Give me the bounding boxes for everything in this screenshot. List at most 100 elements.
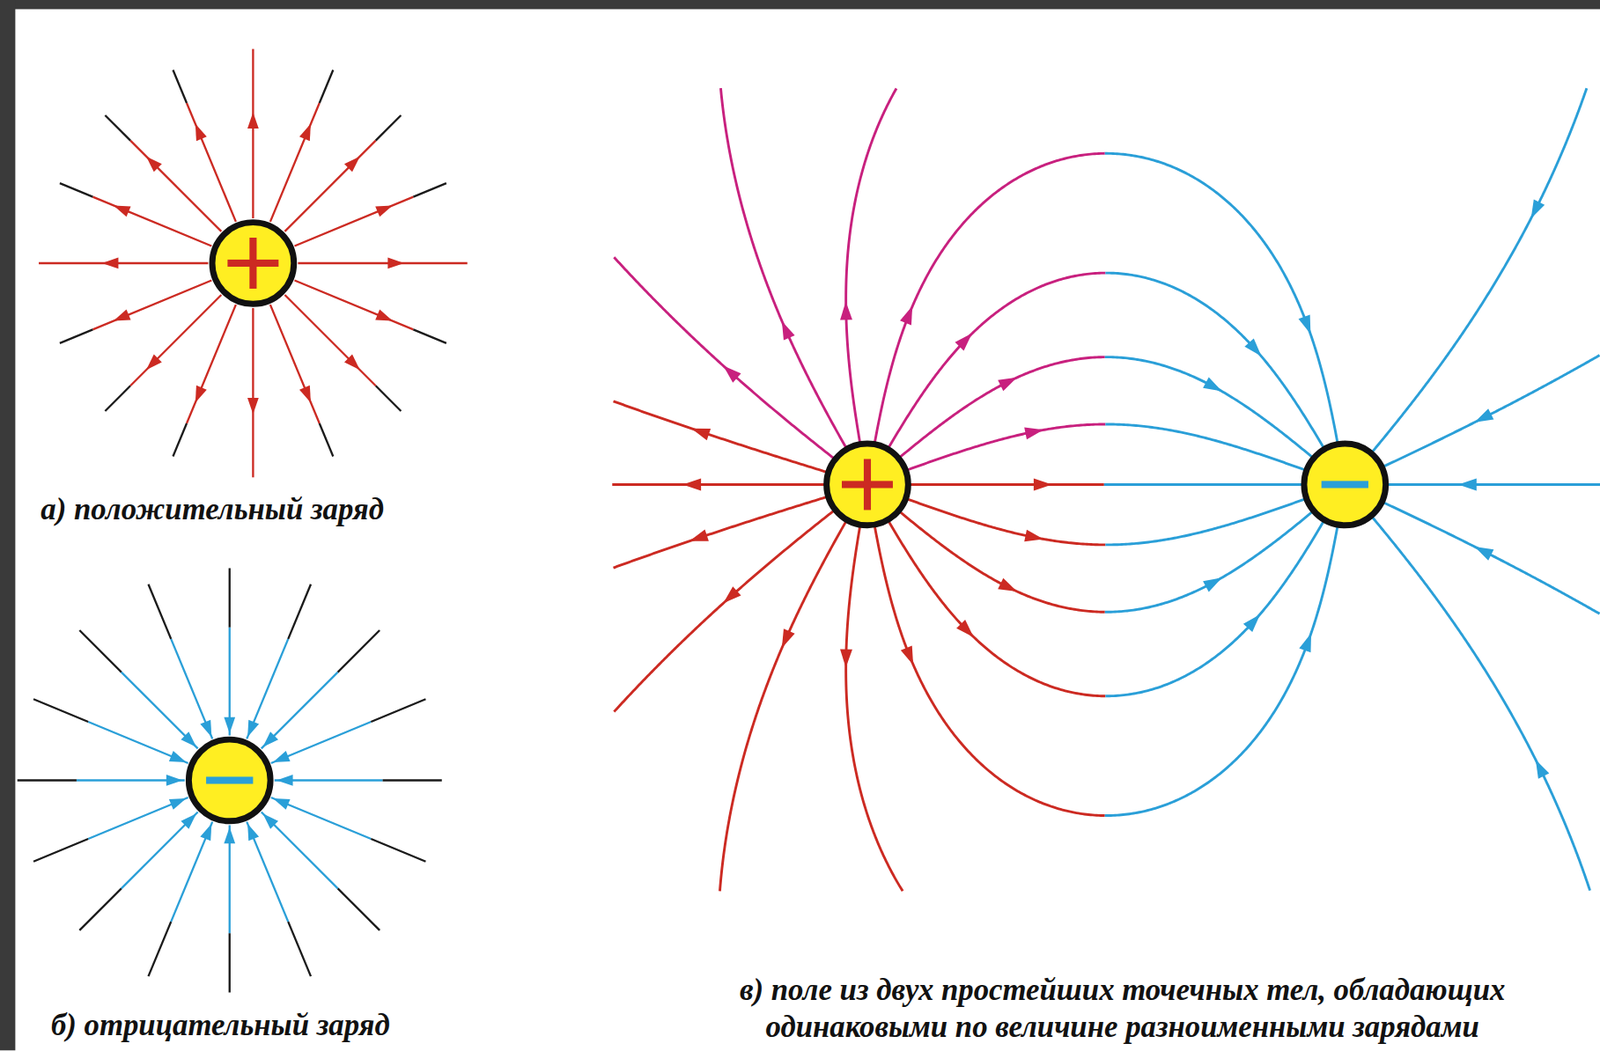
caption-negative: б) отрицательный заряд (51, 1006, 521, 1045)
arrowhead (223, 827, 236, 845)
field-line (613, 497, 827, 568)
field-line (59, 329, 93, 344)
arrowhead (899, 306, 913, 326)
arrowhead (682, 478, 701, 491)
field-line (271, 722, 371, 764)
arrowhead (1458, 478, 1477, 491)
field-line (1105, 357, 1314, 459)
arrowhead (169, 798, 187, 811)
field-line (910, 483, 1105, 487)
field-line (383, 779, 443, 782)
left-border (0, 0, 15, 1051)
field-line (251, 49, 254, 219)
negative-charge-field (17, 567, 443, 993)
arrowhead (344, 156, 361, 173)
field-line (1105, 499, 1306, 546)
arrowhead (722, 586, 741, 604)
arrowhead (1298, 633, 1312, 653)
field-line (294, 197, 413, 247)
field-line (319, 69, 334, 103)
field-line (1383, 355, 1600, 467)
field-line (907, 499, 1106, 546)
field-line (228, 933, 231, 993)
field-line (287, 921, 311, 977)
arrowhead (180, 813, 197, 830)
arrowhead (247, 720, 259, 738)
arrowhead (1202, 577, 1223, 592)
field-line (376, 385, 402, 412)
field-line (246, 639, 288, 739)
field-line (874, 153, 1105, 443)
field-line (228, 567, 231, 627)
field-line (376, 115, 402, 141)
field-line (899, 512, 1105, 613)
arrowhead (1202, 376, 1223, 391)
arrowhead (900, 646, 914, 666)
field-line (846, 526, 903, 892)
field-line (874, 526, 1105, 816)
arrowhead (1033, 478, 1053, 491)
arrowhead (840, 301, 853, 320)
arrowhead (387, 258, 405, 270)
field-line (121, 672, 199, 750)
field-line (1105, 525, 1338, 817)
arrowhead (955, 333, 973, 352)
field-line (1105, 511, 1314, 613)
arrowhead (247, 824, 259, 842)
arrowhead (1535, 759, 1549, 780)
dipole-field (611, 88, 1600, 892)
field-line (1105, 272, 1324, 449)
field-line (846, 88, 897, 443)
field-line (888, 522, 1106, 697)
field-line (92, 280, 212, 330)
caption-positive: а) положительный заряд (40, 489, 510, 528)
field-line (613, 401, 827, 472)
minus-sign (206, 776, 253, 784)
arrowhead (247, 398, 259, 415)
arrowhead (223, 717, 236, 735)
field-line (888, 272, 1106, 448)
field-line (172, 423, 187, 457)
arrowhead (272, 751, 291, 763)
arrowhead (180, 731, 197, 748)
field-line (104, 385, 131, 412)
arrowhead (195, 124, 207, 142)
field-line (1372, 88, 1587, 452)
field-line (338, 630, 381, 673)
field-line (287, 584, 311, 640)
field-line (719, 522, 846, 893)
arrowhead (146, 354, 163, 371)
arrowhead (344, 354, 361, 371)
arrowhead (1024, 530, 1044, 543)
arrowhead (1024, 427, 1044, 441)
field-line (88, 722, 188, 764)
arrowhead (299, 124, 311, 142)
field-line (186, 103, 236, 222)
arrowhead (1244, 338, 1261, 356)
arrowhead (195, 385, 207, 404)
field-line (370, 839, 426, 863)
field-line (59, 183, 93, 198)
arrowhead (113, 205, 132, 217)
field-line (611, 483, 825, 487)
field-line (121, 812, 199, 890)
top-border (0, 0, 1600, 9)
field-line (1387, 483, 1600, 487)
arrowhead (1243, 614, 1261, 633)
field-line (370, 699, 426, 723)
arrowhead (199, 824, 212, 842)
field-line (170, 639, 213, 739)
field-line (907, 424, 1106, 471)
arrowhead (146, 156, 163, 173)
charge-ball (212, 222, 295, 305)
field-line (261, 812, 339, 890)
arrowhead (247, 111, 259, 129)
field-line (899, 357, 1105, 458)
field-line (338, 888, 381, 931)
charge-ball (1304, 443, 1387, 526)
field-line (412, 183, 446, 198)
field-line (88, 797, 188, 840)
plus-sign (863, 458, 871, 510)
field-line (147, 584, 171, 640)
